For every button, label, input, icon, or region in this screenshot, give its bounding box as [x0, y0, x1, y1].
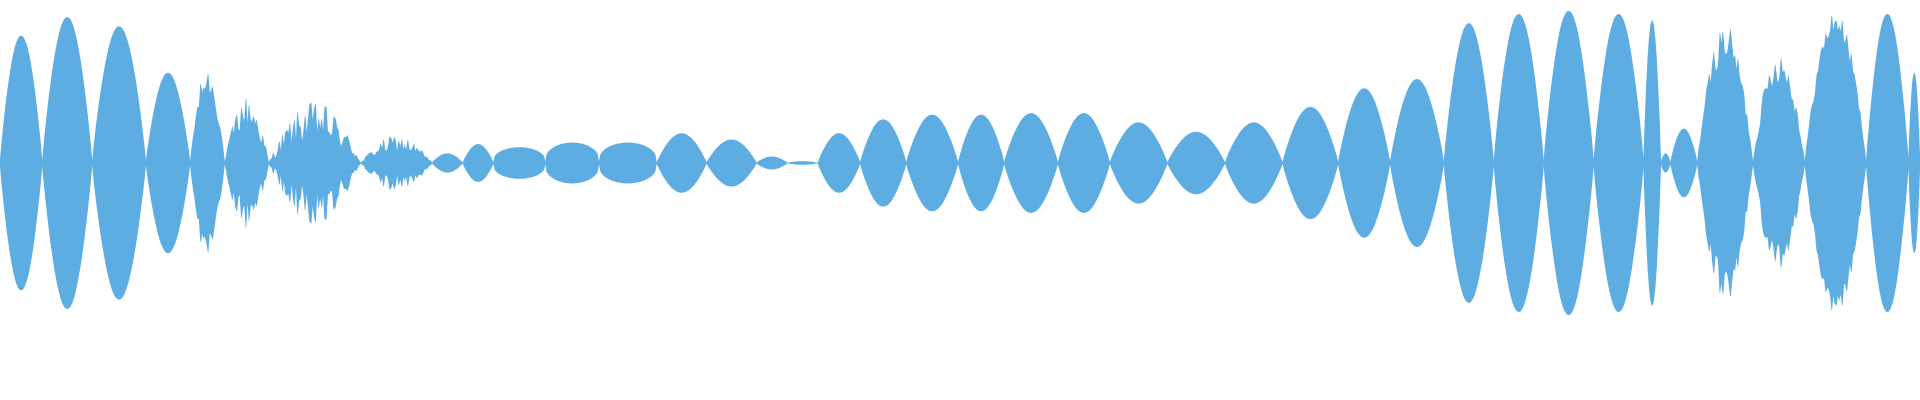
waveform-lobes: [0, 11, 1920, 315]
